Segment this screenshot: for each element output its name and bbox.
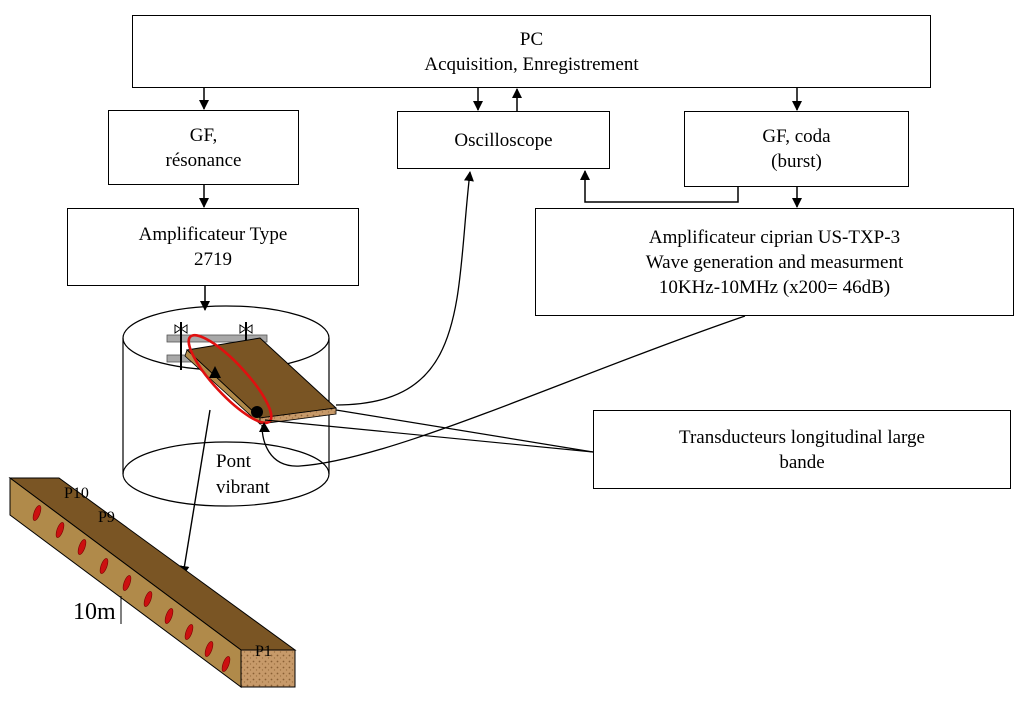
long-beam	[8, 477, 297, 688]
pc-subtitle: Acquisition, Enregistrement	[424, 53, 639, 75]
amplifier-ciprian-line3: 10KHz-10MHz (x200= 46dB)	[658, 276, 891, 298]
amplifier-ciprian-line2: Wave generation and measurment	[645, 251, 904, 273]
highlight-ellipse	[187, 333, 273, 425]
amplifier-2719-line2: 2719	[194, 249, 232, 270]
gf-coda-box: GF, coda (burst)	[684, 111, 909, 187]
amplifier-2719-line1: Amplificateur Type	[138, 224, 288, 245]
p1-label: P1	[255, 643, 272, 660]
cable-from-amplifier-ciprian	[261, 315, 746, 467]
pc-title: PC	[519, 28, 544, 50]
p9-label: P9	[98, 509, 115, 526]
gf-resonance-box: GF, résonance	[108, 110, 299, 185]
transducers-box: Transducteurs longitudinal large bande	[593, 410, 1011, 489]
amplifier-2719-box: Amplificateur Type 2719	[67, 208, 359, 286]
scale-label: 10m	[73, 599, 116, 625]
transducer-tip-1	[209, 366, 221, 378]
p10-label: P10	[64, 485, 89, 502]
measurement-points	[32, 505, 231, 672]
transducer-dot	[251, 406, 263, 418]
oscilloscope-box: Oscilloscope	[397, 111, 610, 169]
arrow-gf-coda-to-oscilloscope	[580, 170, 739, 203]
amplifier-ciprian-line1: Amplificateur ciprian US-TXP-3	[648, 226, 901, 248]
cable-to-oscilloscope	[335, 171, 474, 406]
vibrating-beam	[184, 337, 338, 425]
transducers-line1: Transducteurs longitudinal large	[679, 426, 925, 448]
leader-line-1	[335, 409, 594, 453]
transducers-line2: bande	[779, 451, 825, 473]
gf-coda-line2: (burst)	[771, 151, 822, 172]
gf-resonance-line2: résonance	[165, 149, 242, 171]
pont-label: Pont	[216, 451, 251, 472]
amplifier-ciprian-box: Amplificateur ciprian US-TXP-3 Wave gene…	[535, 208, 1014, 316]
gf-resonance-line1: GF,	[189, 124, 218, 146]
zoom-arrow	[179, 409, 211, 576]
oscilloscope-label: Oscilloscope	[454, 129, 553, 151]
leader-line-2	[264, 419, 594, 453]
pc-box: PC Acquisition, Enregistrement	[132, 15, 931, 88]
vibrant-label: vibrant	[216, 477, 270, 498]
gf-coda-line1: GF, coda	[762, 126, 831, 147]
